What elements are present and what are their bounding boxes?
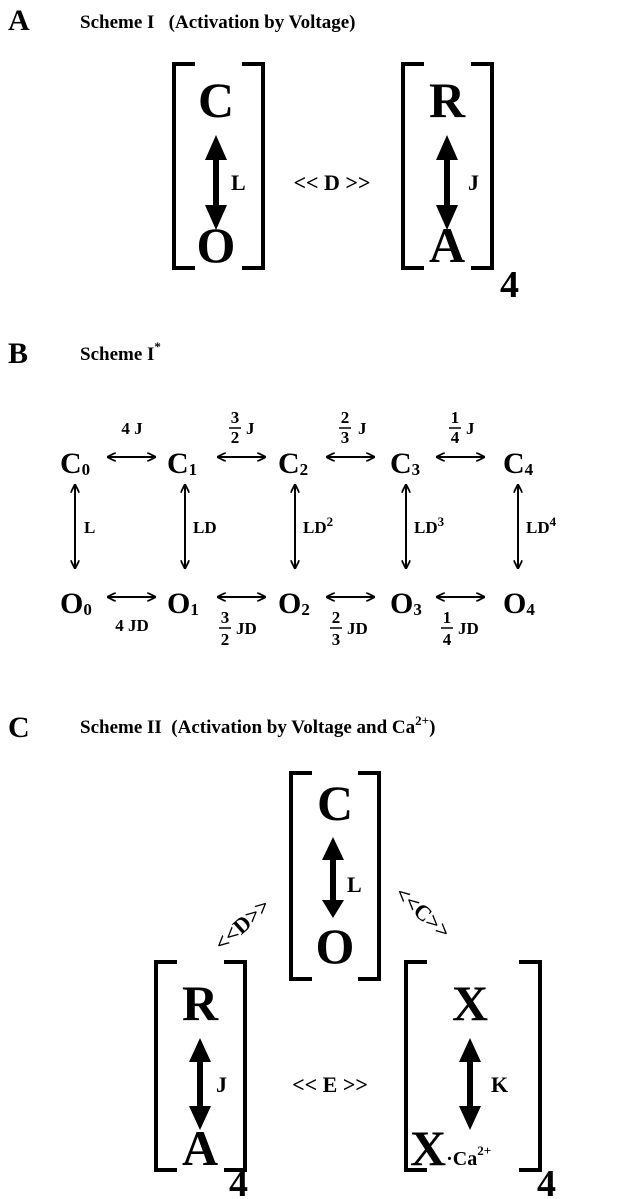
- fraction-denominator: 2: [221, 630, 230, 649]
- panel-c-title: Scheme II (Activation by Voltage and Ca2…: [80, 713, 435, 738]
- stoichiometry-4-sensor: 4: [229, 1163, 248, 1199]
- panel-c: C Scheme II (Activation by Voltage and C…: [8, 711, 556, 1199]
- panel-a-label: A: [8, 4, 30, 37]
- rate-bottom-3: 1 4 JD: [441, 608, 479, 649]
- fraction-numerator: 3: [221, 608, 230, 627]
- coupling-e: << E >>: [292, 1072, 368, 1097]
- thick-double-arrow-icon: [322, 837, 344, 918]
- rate-bottom-2: 2 3 JD: [330, 608, 368, 649]
- rate-top-2: 2 3 J: [339, 408, 367, 447]
- state-o: O: [316, 918, 355, 974]
- state-r: R: [182, 975, 219, 1031]
- state-c0: C0: [60, 447, 90, 480]
- state-o0: O0: [60, 587, 92, 620]
- rate-top-3: 1 4 J: [449, 408, 475, 447]
- top-rates: 4 J 3 2 J 2 3 J 1 4 J: [121, 408, 475, 447]
- rate-symbol: JD: [347, 619, 368, 638]
- closed-states: C0 C1 C2 C3 C4: [60, 447, 534, 480]
- rate-top-1: 3 2 J: [229, 408, 255, 447]
- panel-a-title: Scheme I (Activation by Voltage): [80, 12, 355, 33]
- rate-vertical-2: LD2: [303, 514, 333, 537]
- rate-symbol: J: [466, 419, 475, 438]
- panel-c-label: C: [8, 711, 30, 744]
- fraction-denominator: 4: [443, 630, 452, 649]
- stoichiometry-4: 4: [500, 264, 519, 306]
- gate-bracket: [172, 62, 265, 270]
- fraction-numerator: 1: [451, 408, 460, 427]
- thick-double-arrow-icon: [436, 135, 458, 230]
- state-o3: O3: [390, 587, 422, 620]
- gate-bracket: [289, 771, 381, 981]
- stoichiometry-4-calcium: 4: [537, 1163, 556, 1199]
- panel-b: B Scheme I* C0 C1 C2 C3 C4 O0 O1 O2 O3 O…: [8, 337, 557, 649]
- bottom-rates: 4 JD 3 2 JD 2 3 JD 1 4 JD: [115, 608, 479, 649]
- coupling-d: <<D>>: [209, 893, 275, 956]
- fraction-denominator: 2: [231, 428, 240, 447]
- state-r: R: [429, 72, 466, 128]
- fraction-numerator: 2: [341, 408, 350, 427]
- state-c3: C3: [390, 447, 420, 480]
- fraction-numerator: 2: [332, 608, 341, 627]
- sensor-bracket: [401, 62, 494, 270]
- state-x: X: [452, 975, 488, 1031]
- fraction-denominator: 3: [332, 630, 341, 649]
- rate-vertical-1: LD: [193, 518, 217, 537]
- rate-vertical-3: LD3: [414, 514, 445, 537]
- thick-double-arrow-icon: [189, 1038, 211, 1130]
- state-c: C: [317, 775, 353, 831]
- coupling-c: <<C>>: [390, 881, 456, 944]
- thick-double-arrow-icon: [459, 1038, 481, 1130]
- state-x-ca: X·Ca2+: [410, 1120, 491, 1176]
- state-o1: O1: [167, 587, 199, 620]
- thick-double-arrow-icon: [205, 135, 227, 230]
- rate-l: L: [347, 872, 362, 897]
- rate-vertical-4: LD4: [526, 514, 557, 537]
- fraction-numerator: 3: [231, 408, 240, 427]
- fraction-denominator: 3: [341, 428, 350, 447]
- panel-b-label: B: [8, 337, 28, 370]
- panel-b-title: Scheme I*: [80, 339, 161, 365]
- panel-a: A Scheme I (Activation by Voltage) C O L…: [8, 4, 519, 306]
- state-c2: C2: [278, 447, 308, 480]
- state-o2: O2: [278, 587, 310, 620]
- rate-top-0: 4 J: [121, 419, 143, 438]
- fraction-numerator: 1: [443, 608, 452, 627]
- calcium-bracket: [404, 960, 542, 1172]
- rate-symbol: JD: [458, 619, 479, 638]
- state-c4: C4: [503, 447, 534, 480]
- rate-j: J: [468, 170, 479, 195]
- rate-k: K: [491, 1072, 508, 1097]
- rate-symbol: J: [358, 419, 367, 438]
- rate-j: J: [216, 1072, 227, 1097]
- rate-l: L: [231, 170, 246, 195]
- rate-bottom-0: 4 JD: [115, 616, 149, 635]
- state-c1: C1: [167, 447, 197, 480]
- fraction-denominator: 4: [451, 428, 460, 447]
- sensor-bracket: [154, 960, 247, 1172]
- rate-vertical-0: L: [84, 518, 95, 537]
- rate-symbol: JD: [236, 619, 257, 638]
- horizontal-arrows: [108, 457, 484, 597]
- state-o4: O4: [503, 587, 535, 620]
- open-states: O0 O1 O2 O3 O4: [60, 587, 535, 620]
- coupling-d: << D >>: [293, 170, 370, 195]
- state-c: C: [198, 72, 234, 128]
- rate-symbol: J: [246, 419, 255, 438]
- rate-bottom-1: 3 2 JD: [219, 608, 257, 649]
- vertical-transitions: L LD LD2 LD3 LD4: [75, 485, 557, 568]
